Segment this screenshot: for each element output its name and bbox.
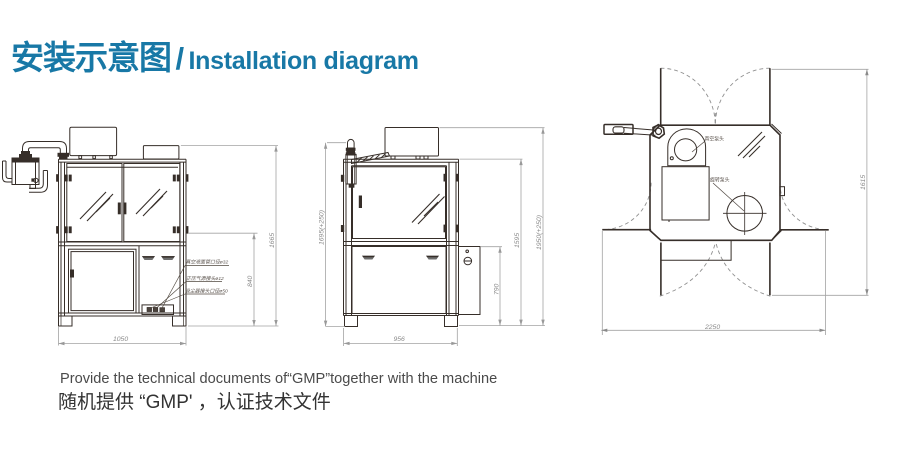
svg-text:1615: 1615 xyxy=(860,175,867,190)
svg-text:旋转泵头: 旋转泵头 xyxy=(710,177,730,184)
svg-text:正压气源接头ø12: 正压气源接头ø12 xyxy=(186,275,224,282)
svg-text:1695(+250): 1695(+250) xyxy=(319,210,326,245)
svg-text:1050: 1050 xyxy=(113,336,128,343)
svg-text:1950(+250): 1950(+250) xyxy=(536,215,543,250)
svg-text:真空泵头: 真空泵头 xyxy=(705,136,725,143)
svg-text:1595: 1595 xyxy=(514,233,521,248)
svg-text:真空液面管口径ø32: 真空液面管口径ø32 xyxy=(186,259,229,266)
svg-text:790: 790 xyxy=(494,283,501,295)
svg-text:1665: 1665 xyxy=(269,233,276,248)
svg-text:956: 956 xyxy=(394,336,406,343)
svg-text:2250: 2250 xyxy=(704,324,720,331)
svg-text:吸尘器接头口径ø50: 吸尘器接头口径ø50 xyxy=(185,288,228,295)
svg-text:840: 840 xyxy=(247,275,254,287)
